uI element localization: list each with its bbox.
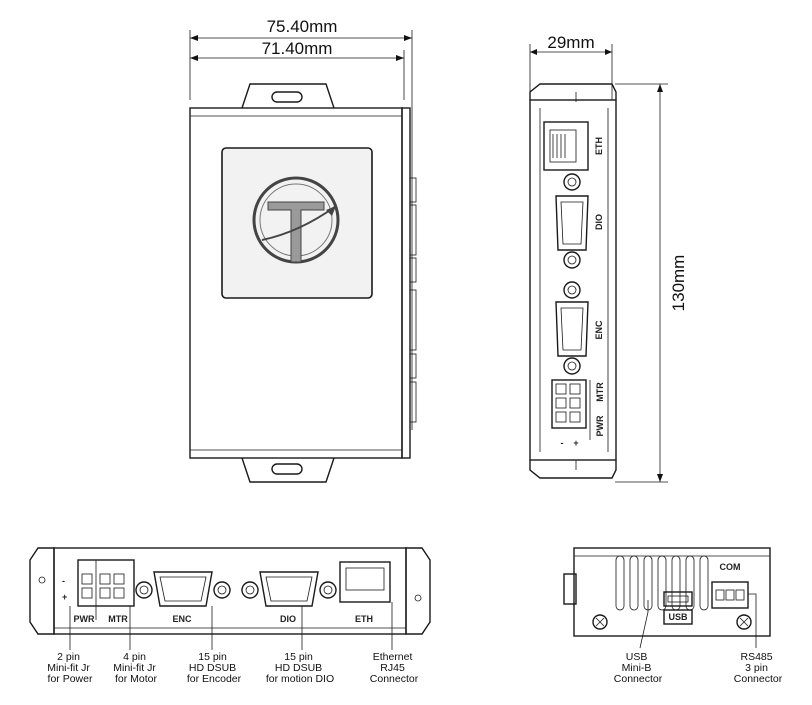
back-usb-port	[663, 591, 693, 607]
bottom-mounting-slot	[271, 463, 303, 475]
vent-slots	[615, 555, 709, 611]
side-dio-connector	[555, 195, 589, 251]
callout-eth: Ethernet RJ45 Connector	[370, 651, 419, 685]
panel-screw-4	[319, 581, 337, 599]
panel-mtr-label: MTR	[108, 614, 128, 624]
top-view: 75.40mm 71.40mm	[189, 17, 417, 483]
callout-usb: USB Mini-B Connector	[614, 651, 663, 685]
connector-panel-view: - + PWR MTR ENC DIO ETH 2 pin Mini-fit J…	[29, 547, 431, 685]
depth-label: 29mm	[547, 33, 594, 52]
side-pwr-label: PWR	[595, 415, 605, 436]
side-enc-connector	[555, 301, 589, 357]
side-minus-symbol: -	[561, 438, 564, 448]
height-label: 130mm	[669, 255, 688, 312]
back-screw-right	[736, 614, 752, 630]
callout-mtr: 4 pin Mini-fit Jr for Motor	[113, 651, 159, 685]
panel-screw-3	[241, 581, 259, 599]
bottom-mounting-tab	[241, 457, 335, 483]
back-panel-face	[573, 547, 771, 637]
inner-width-label: 71.40mm	[262, 39, 333, 58]
panel-dio-label: DIO	[280, 614, 296, 624]
panel-eth-label: ETH	[355, 614, 373, 624]
panel-enc-connector	[153, 571, 213, 607]
pwr-mtr-connector	[77, 559, 135, 607]
side-eth-label: ETH	[594, 137, 604, 155]
panel-eth-jack	[339, 561, 391, 603]
side-screw-2	[563, 251, 581, 269]
callout-enc: 15 pin HD DSUB for Encoder	[187, 651, 242, 685]
panel-plus-symbol: +	[62, 592, 67, 602]
side-view: 29mm 130mm ETH DIO E	[529, 33, 688, 483]
outer-width-label: 75.40mm	[267, 17, 338, 36]
back-screw-left	[592, 614, 608, 630]
panel-pwr-label: PWR	[74, 614, 95, 624]
panel-enc-label: ENC	[172, 614, 192, 624]
side-screw-3	[563, 281, 581, 299]
side-enc-label: ENC	[594, 320, 604, 340]
top-mounting-slot	[271, 91, 303, 103]
panel-minus-symbol: -	[62, 576, 65, 586]
panel-face	[53, 547, 407, 635]
side-dio-label: DIO	[594, 214, 604, 230]
side-mtr-pwr-connector	[551, 379, 587, 429]
back-com-connector	[711, 581, 749, 609]
back-com-label: COM	[720, 562, 741, 572]
panel-left-flange	[29, 547, 55, 635]
callout-dio: 15 pin HD DSUB for motion DIO	[266, 651, 334, 685]
panel-screw-1	[135, 581, 153, 599]
back-usb-label-box	[663, 609, 693, 625]
logo-icon	[252, 176, 340, 264]
back-panel-view: USB COM USB Mini-B Connector RS485 3 pin…	[563, 547, 783, 685]
side-body	[529, 99, 617, 461]
panel-dio-connector	[259, 571, 319, 607]
side-flange	[401, 107, 411, 459]
side-mtr-label: MTR	[595, 382, 605, 402]
side-screw-1	[563, 173, 581, 191]
panel-right-flange	[405, 547, 431, 635]
side-eth-jack	[543, 121, 589, 171]
side-screw-4	[563, 357, 581, 375]
panel-screw-2	[213, 581, 231, 599]
callout-rs485: RS485 3 pin Connector	[734, 651, 783, 685]
side-plus-symbol: +	[573, 438, 578, 448]
side-top-tab	[529, 83, 617, 100]
callout-pwr: 2 pin Mini-fit Jr for Power	[47, 651, 93, 685]
back-left-stub	[563, 573, 577, 605]
top-mounting-tab	[241, 83, 335, 109]
back-usb-label: USB	[668, 612, 688, 622]
side-bottom-tab	[529, 460, 617, 479]
